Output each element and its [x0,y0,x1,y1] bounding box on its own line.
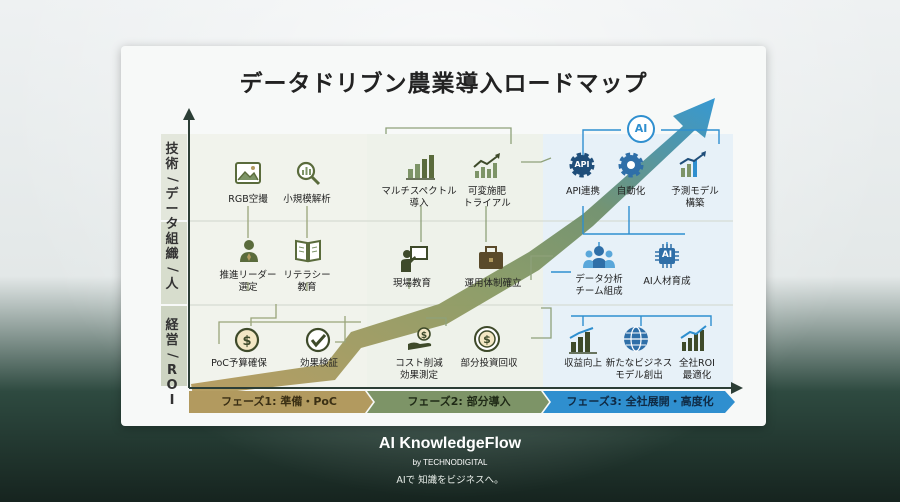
node-label-partial-roi: 部分投資回収 [460,358,518,369]
x-axis-arrowhead [731,382,743,394]
hand-coin-icon: $ [408,327,432,350]
node-label-literacy: リテラシー 教育 [283,270,331,293]
phase2-label: フェーズ2: 部分導入 [407,395,511,408]
phase1-connectors [218,206,361,344]
node-label-leader: 推進リーダー 選定 [219,270,277,293]
gear-icon [618,152,644,178]
y-axis-arrowhead [183,108,195,120]
phase1-column-bg [189,134,367,387]
phase3-connectors [551,129,720,326]
prediction-chart-icon [679,151,706,177]
row-bg-roi [161,306,187,386]
node-label-field-education: 現場教育 [392,278,432,289]
person-icon [240,240,258,262]
team-icon [583,246,615,268]
phase3-banner [543,391,735,413]
row-label-tech: 技術/データ [164,142,180,232]
node-label-ai-talent: AI人材育成 [643,276,691,287]
phase3-label: フェーズ3: 全社展開・高度化 [566,395,714,408]
node-label-variable-fertilizer: 可変施肥 トライアル [463,186,511,209]
phase2-column-bg [367,134,543,387]
phase1-label: フェーズ1: 準備・PoC [220,395,338,408]
row-label-org: 組織/人 [164,232,180,292]
node-label-prediction: 予測モデル 構築 [671,186,719,209]
checkmark-icon [305,327,331,353]
node-label-new-business: 新たなビジネス モデル創出 [605,358,673,381]
bar-chart-icon [406,155,435,180]
svg-text:$: $ [421,331,427,341]
phase1-banner [189,391,373,413]
coin-icon: $ [234,327,260,353]
brand-tagline: AIで 知識をビジネスへ。 [396,475,504,486]
book-icon [295,239,321,263]
growth-bars-icon [569,327,597,354]
svg-text:$: $ [483,333,491,346]
node-label-cost-reduction: コスト削減 効果測定 [395,358,443,381]
roi-chart-icon [680,325,707,351]
ai-badge [627,115,655,143]
node-label-effect-verify: 効果検証 [299,358,339,369]
briefcase-icon [479,246,503,269]
row-bg-tech [161,134,187,220]
globe-icon [624,326,648,352]
ai-badge-label: AI [634,122,648,135]
presenter-icon [401,246,428,272]
svg-text:$: $ [242,334,251,349]
node-label-roi-optimization: 全社ROI 最適化 [679,358,715,381]
row-bg-org [161,222,187,304]
phase2-banner [367,391,549,413]
node-label-poc-budget: PoC予算確保 [211,358,267,369]
brand-name: AI KnowledgeFlow [378,435,522,452]
ai-chip-icon [655,244,679,268]
node-label-automation: 自動化 [616,186,646,197]
trend-chart-icon [473,153,500,178]
coin-cycle-icon: $ [474,326,500,352]
api-gear-icon [569,152,595,178]
api-badge-label: API [574,160,590,169]
magnifier-chart-icon [296,161,321,186]
image-icon [235,162,261,184]
page-title: データドリブン農業導入ロードマップ [239,71,648,97]
brand-byline: by TECHNODIGITAL [412,458,488,467]
phase2-connectors [385,127,553,339]
node-label-small-analysis: 小規模解析 [283,194,331,205]
node-label-operations: 運用体制確立 [464,278,522,289]
node-label-revenue: 収益向上 [563,358,603,369]
ai-chip-label: AI [661,250,673,260]
node-label-api: API連携 [565,186,601,197]
node-label-rgb: RGB空撮 [228,194,268,205]
node-label-multispectral: マルチスペクトル 導入 [381,186,457,209]
node-label-data-team: データ分析 チーム組成 [575,274,623,297]
